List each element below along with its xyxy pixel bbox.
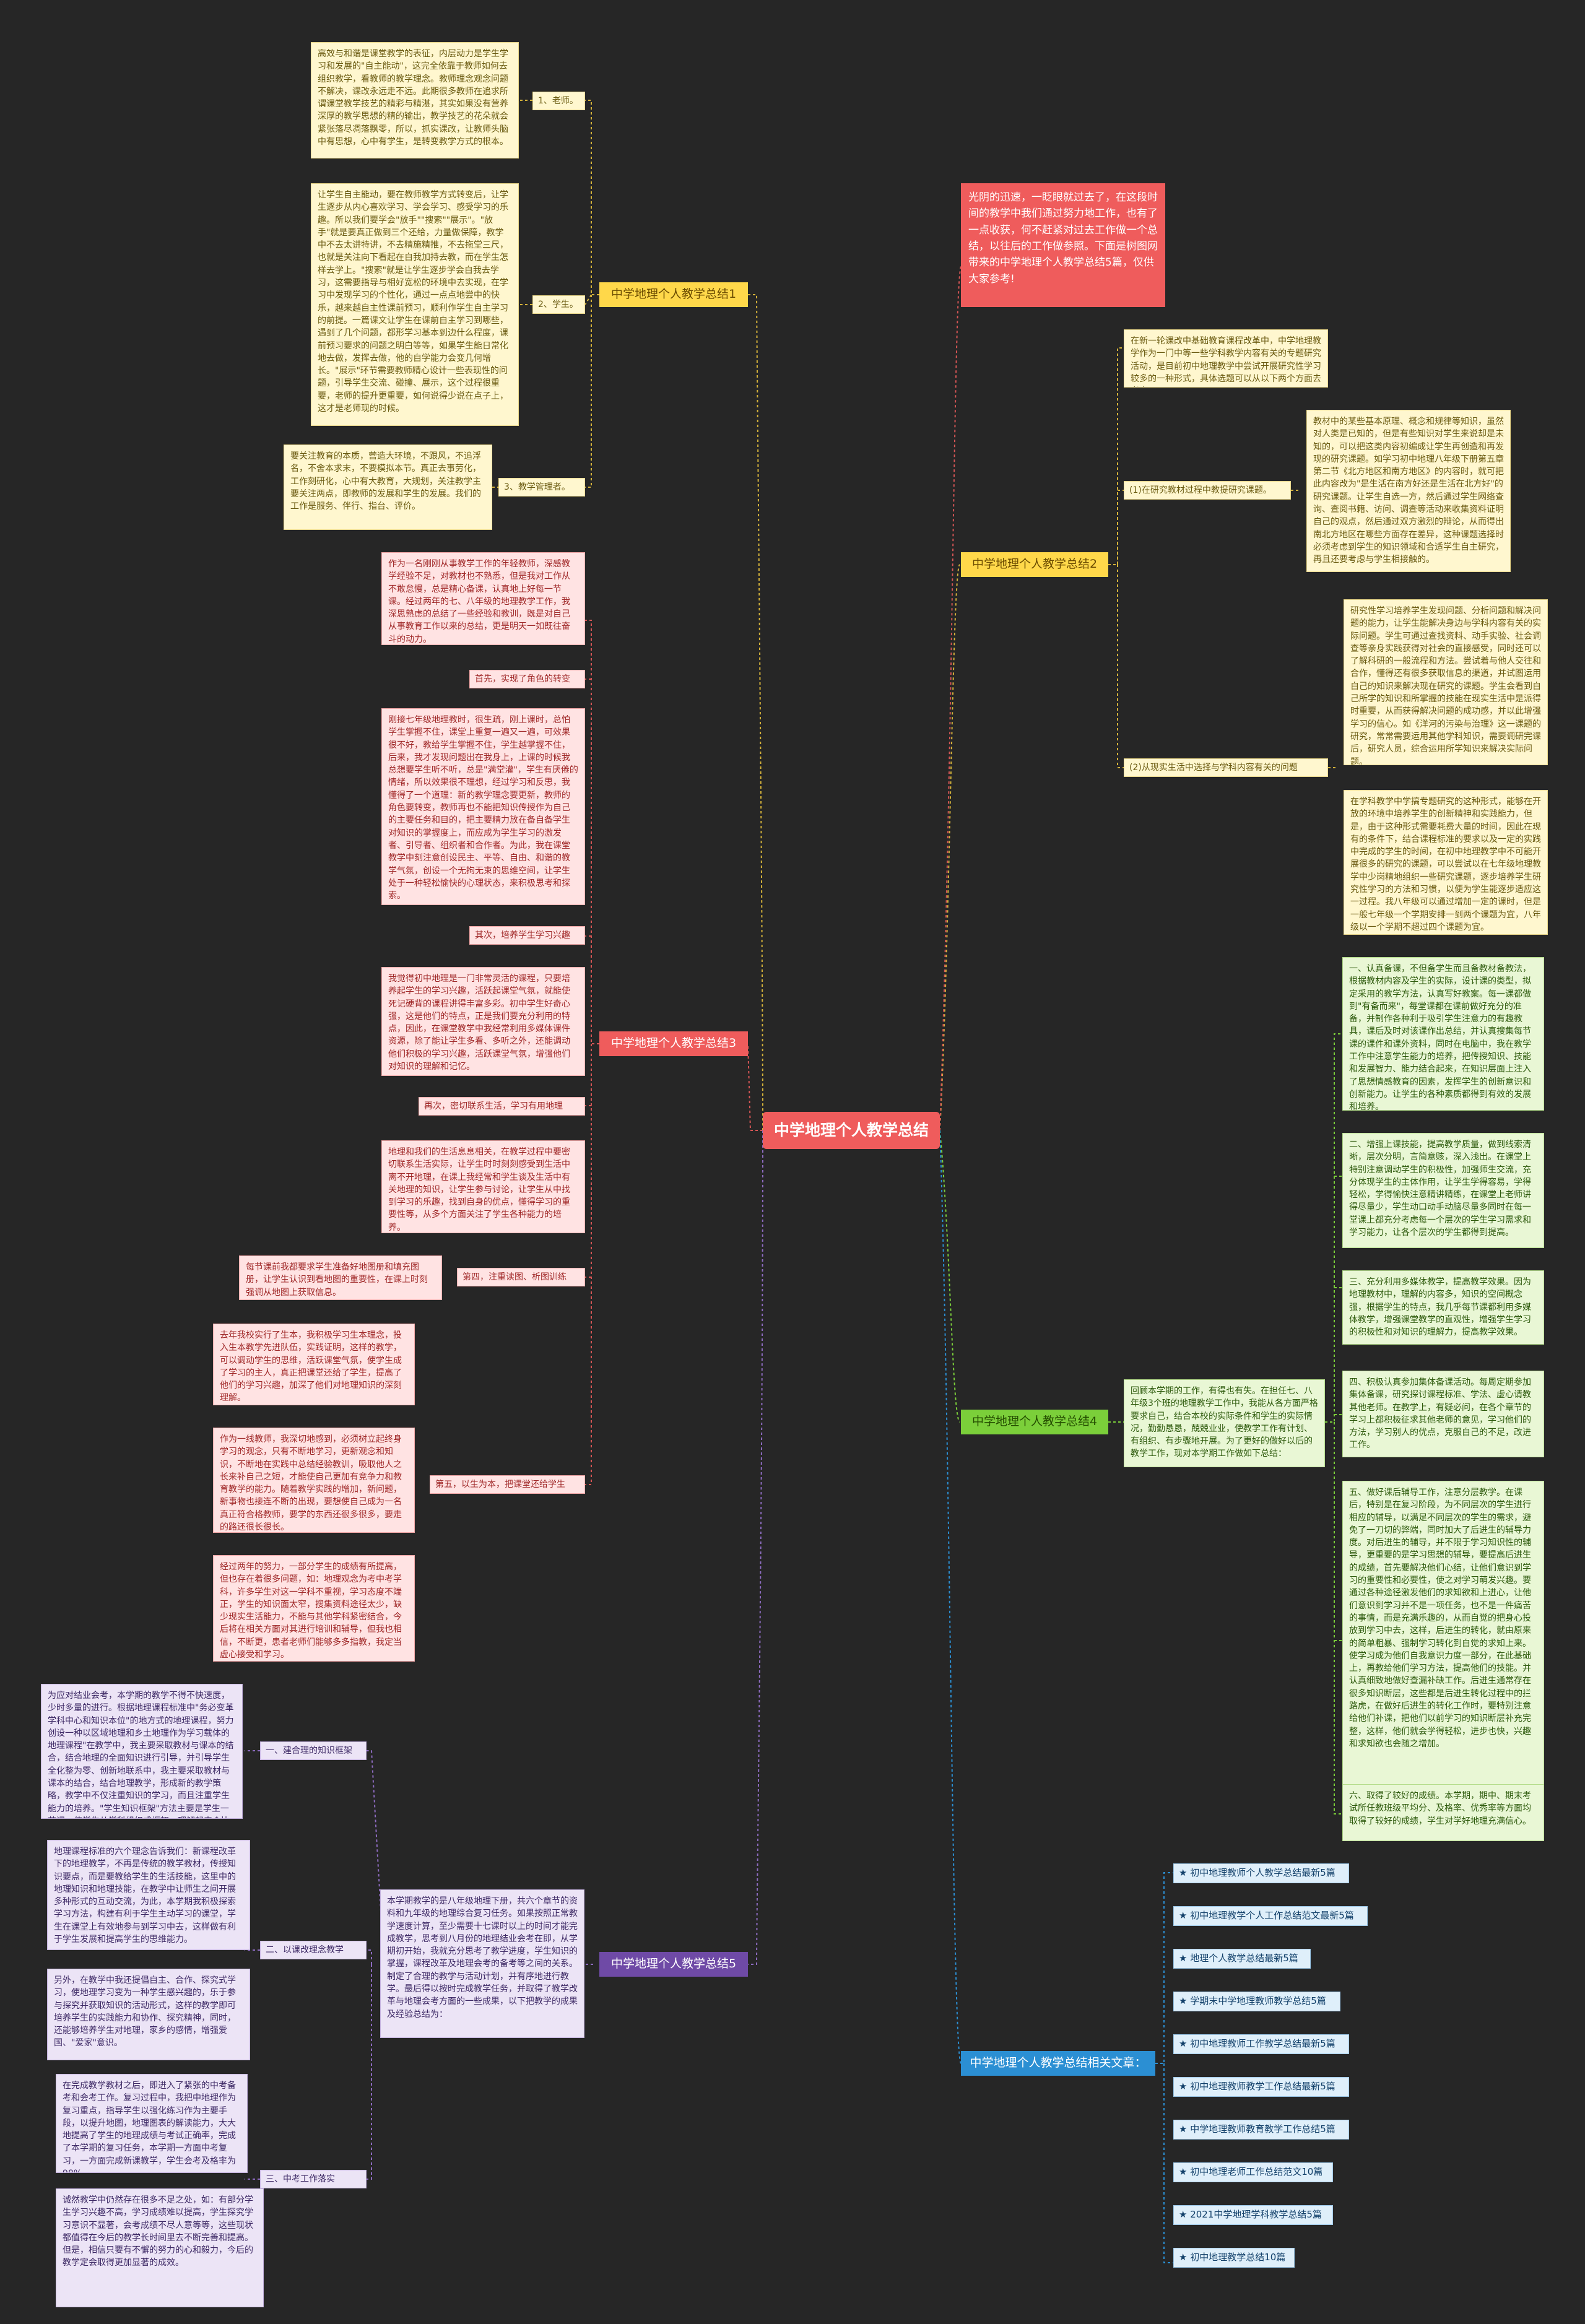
related-link[interactable]: ★ 初中地理教学个人工作总结范文最新5篇 [1173, 1906, 1368, 1926]
s5-intro-text: 本学期教学的是八年级地理下册，共六个章节的资料和九年级的地理综合复习任务。如果按… [380, 1889, 584, 2038]
framework-label[interactable]: 一、建合理的知识框架 [260, 1741, 367, 1760]
teacher-text: 高效与和谐是课堂教学的表征，内层动力是学生学习和发展的"自主能动"，这完全依靠于… [311, 42, 519, 158]
branch-summary-4[interactable]: 中学地理个人教学总结4 [961, 1410, 1108, 1434]
reform-text-1: 地理课程标准的六个理念告诉我们：新课程改革下的地理教学，不再是传统的教学教材，传… [47, 1840, 250, 1950]
exam-text-2: 诚然教学中仍然存在很多不足之处，如：有部分学生学习兴趣不高，学习成绩难以提高，学… [56, 2188, 264, 2307]
related-link[interactable]: ★ 初中地理教学总结10篇 [1173, 2248, 1295, 2268]
fifth-label[interactable]: 第五，以生为本，把课堂还给学生 [430, 1475, 585, 1494]
related-link[interactable]: ★ 初中地理教师教学工作总结最新5篇 [1173, 2077, 1349, 2097]
exam-label[interactable]: 三、中考工作落实 [260, 2170, 367, 2188]
results-point: 六、取得了较好的成绩。本学期，期中、期末考试所任教班级平均分、及格率、优秀率等方… [1342, 1784, 1544, 1841]
s3-intro-text: 作为一名刚刚从事教学工作的年轻教师，深感教学经验不足，对教材也不熟悉，但是我对工… [381, 552, 585, 645]
topic-from-life-text-1: 研究性学习培养学生发现问题、分析问题和解决问题的能力，让学生能解决身边与学科内容… [1344, 599, 1548, 765]
related-link[interactable]: ★ 2021中学地理学科教学总结5篇 [1173, 2205, 1333, 2225]
mgmt-text: 要关注教育的本质，营造大环境，不跟风，不追浮名，不舍本求末，不要模拟本节。真正去… [284, 444, 492, 530]
framework-text: 为应对结业会考，本学期的教学不得不快速度，少时多量的进行。根据地理课程标准中"务… [41, 1684, 243, 1819]
fourth-label[interactable]: 第四，注重读图、析图训练 [457, 1268, 585, 1286]
s4-intro-text: 回顾本学期的工作，有得也有失。在担任七、八年级3个班的地理教学工作中，我能从各方… [1124, 1379, 1325, 1467]
fourth-text: 每节课前我都要求学生准备好地图册和填充图册，让学生认识到看地图的重要性，在课上时… [239, 1255, 442, 1300]
branch-summary-1[interactable]: 中学地理个人教学总结1 [599, 282, 748, 307]
root-topic[interactable]: 中学地理个人教学总结 [763, 1112, 940, 1149]
reform-text-2: 另外，在教学中我还提倡自主、合作、探究式学习，使地理学习变为一种学生感兴趣的，乐… [47, 1969, 250, 2060]
student-label[interactable]: 2、学生。 [532, 295, 585, 314]
topic-from-life-label[interactable]: (2)从现实生活中选择与学科内容有关的问题 [1124, 758, 1328, 777]
branch-summary-3[interactable]: 中学地理个人教学总结3 [599, 1031, 748, 1056]
related-link[interactable]: ★ 中学地理教师教育教学工作总结5篇 [1173, 2120, 1349, 2140]
third-label[interactable]: 再次，密切联系生活，学习有用地理 [419, 1097, 585, 1116]
class-skill-point: 二、增强上课技能，提高教学质量，做到线索清晰，层次分明，言简意赅，深入浅出。在课… [1342, 1133, 1544, 1248]
multimedia-point: 三、充分利用多媒体教学，提高教学效果。因为地理教材中，理解的内容多，知识的空间概… [1342, 1270, 1544, 1345]
first-label[interactable]: 首先，实现了角色的转变 [469, 670, 585, 688]
exam-text-1: 在完成教学教材之后，即进入了紧张的中考备考和会考工作。复习过程中，我把中地理作为… [56, 2074, 248, 2173]
branch-summary-2[interactable]: 中学地理个人教学总结2 [961, 552, 1108, 577]
branch-related-articles[interactable]: 中学地理个人教学总结相关文章： [961, 2051, 1155, 2076]
topic-from-textbook-text: 教材中的某些基本原理、概念和规律等知识，虽然对人类是已知的，但是有些知识对学生来… [1306, 410, 1511, 572]
branch-summary-5[interactable]: 中学地理个人教学总结5 [599, 1952, 748, 1977]
third-text: 地理和我们的生活息息相关，在教学过程中要密切联系生活实际，让学生时时刻刻感受到生… [381, 1140, 585, 1233]
reform-label[interactable]: 二、以课改理念教学 [260, 1941, 367, 1959]
tutoring-point: 五、做好课后辅导工作，注意分层教学。在课后，特别是在复习阶段，为不同层次的学生进… [1342, 1481, 1544, 1790]
student-text: 让学生自主能动，要在教师教学方式转变后，让学生逐步从内心喜欢学习、学会学习、感受… [311, 183, 519, 426]
prep-point: 一、认真备课，不但备学生而且备教材备教法，根据教材内容及学生的实际，设计课的类型… [1342, 957, 1544, 1111]
teacher-label[interactable]: 1、老师。 [532, 92, 585, 110]
related-link[interactable]: ★ 初中地理教师个人教学总结最新5篇 [1173, 1863, 1349, 1883]
mgmt-label[interactable]: 3、教学管理者。 [498, 478, 585, 496]
intro-note: 光阴的迅速，一眨眼就过去了，在这段时间的教学中我们通过努力地工作，也有了一点收获… [961, 183, 1165, 307]
related-link[interactable]: ★ 初中地理教师工作教学总结最新5篇 [1173, 2034, 1349, 2054]
second-label[interactable]: 其次，培养学生学习兴趣 [469, 926, 585, 945]
s2-intro-text: 在新一轮课改中基础教育课程改革中，中学地理教学作为一门中等一些学科教学内容有关的… [1124, 329, 1328, 388]
second-text: 我觉得初中地理是一门非常灵活的课程，只要培养起学生的学习兴趣，活跃起课堂气氛，就… [381, 967, 585, 1076]
fifth-text-1: 去年我校实行了生本，我积极学习生本理念，投入生本教学先进队伍，实践证明，这样的教… [213, 1324, 415, 1405]
fifth-text-2: 作为一线教师，我深切地感到，必须树立起终身学习的观念，只有不断地学习，更新观念和… [213, 1428, 415, 1533]
related-link[interactable]: ★ 初中地理老师工作总结范文10篇 [1173, 2162, 1333, 2182]
fifth-text-3: 经过两年的努力，一部分学生的成绩有所提高，但也存在着很多问题，如：地理观念为考中… [213, 1555, 415, 1662]
related-link[interactable]: ★ 地理个人教学总结最新5篇 [1173, 1949, 1311, 1969]
topic-from-life-text-2: 在学科教学中学搞专题研究的这种形式，能够在开放的环境中培养学生的创新精神和实践能… [1344, 790, 1548, 935]
group-prep-point: 四、积极认真参加集体备课活动。每周定期参加集体备课，研究探讨课程标准、学法、虚心… [1342, 1371, 1544, 1457]
related-link[interactable]: ★ 学期末中学地理教师教学总结5篇 [1173, 1992, 1340, 2011]
first-text: 刚接七年级地理教时，很生疏，刚上课时，总怕学生掌握不住，课堂上重复一遍又一遍，可… [381, 708, 585, 905]
topic-from-textbook-label[interactable]: (1)在研究教材过程中教提研究课题。 [1124, 481, 1291, 500]
